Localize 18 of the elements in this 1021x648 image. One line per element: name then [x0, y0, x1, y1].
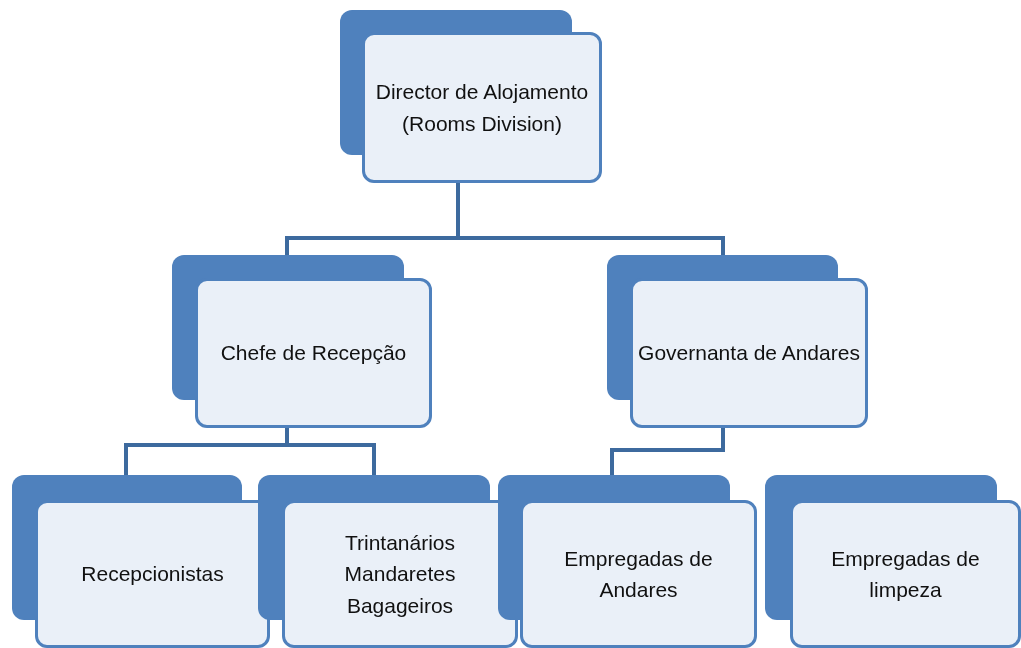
role-title: Director de Alojamento — [375, 79, 589, 105]
role-title: Mandaretes — [344, 561, 456, 588]
org-chart-box — [172, 255, 432, 428]
role-title: Chefe de Recepção — [220, 340, 407, 367]
org-chart-box — [607, 255, 868, 428]
role-title: Empregadas de Andares — [563, 545, 714, 603]
role-title: (Rooms Division) — [402, 110, 562, 137]
org-chart-box — [12, 475, 270, 648]
org-chart-box — [258, 475, 518, 648]
connector-line — [610, 428, 725, 475]
org-chart-box — [765, 475, 1021, 648]
role-title: Recepcionistas — [81, 561, 224, 588]
role-title: Empregadas de limpeza — [830, 545, 981, 603]
org-chart-box — [498, 475, 757, 648]
role-title: Governanta de Andares — [638, 340, 860, 367]
role-title: Bagageiros — [346, 592, 454, 619]
org-chart-box — [340, 10, 602, 183]
role-title: Trintanários — [344, 529, 456, 556]
